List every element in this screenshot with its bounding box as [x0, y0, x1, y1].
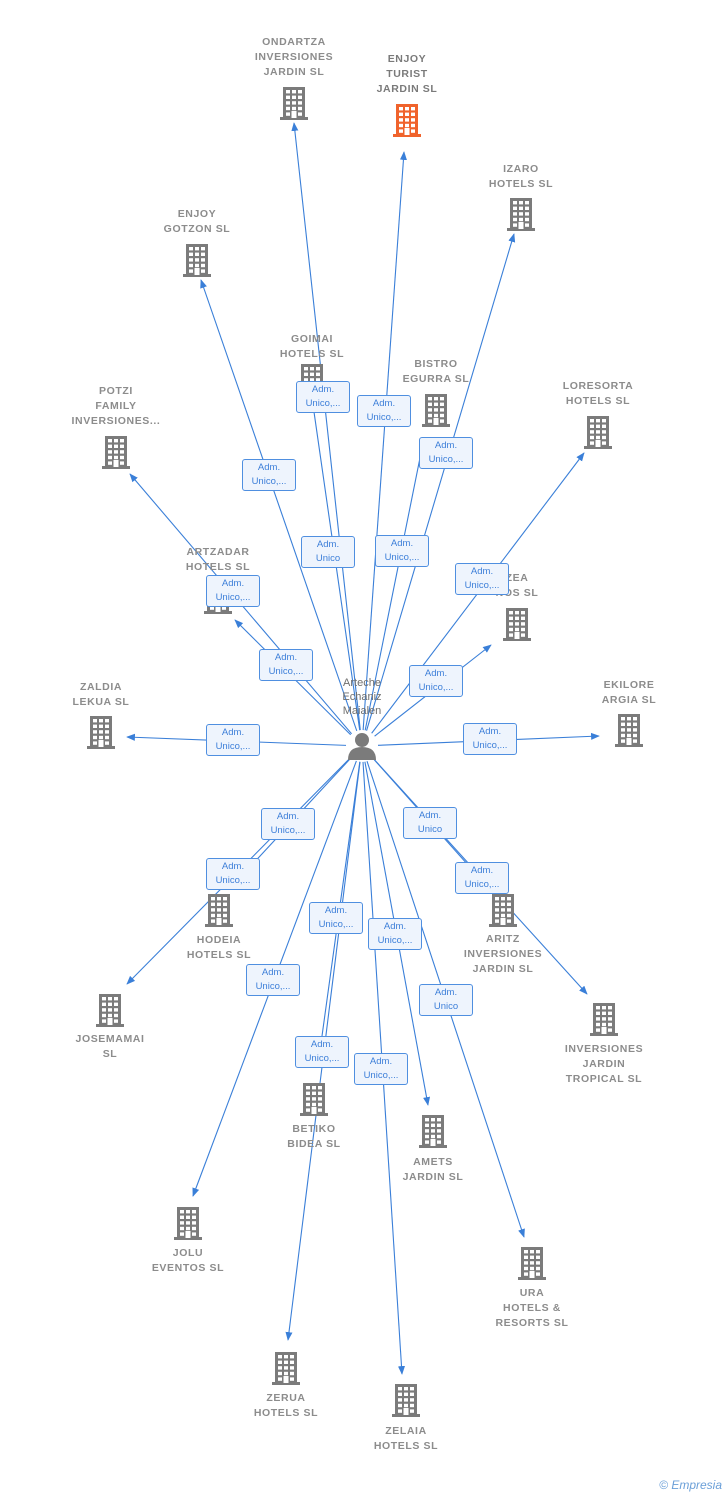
company-label[interactable]: JOLU EVENTOS SL [151, 1247, 225, 1274]
company-label[interactable]: POTZI FAMILY INVERSIONES... [71, 385, 161, 427]
relation-label-zerua[interactable]: Adm. Unico,... [295, 1036, 349, 1068]
company-label[interactable]: JOSEMAMAI SL [75, 1033, 145, 1060]
company-node-hodeia[interactable]: HODEIA HOTELS SL [149, 933, 289, 963]
relation-label-ondartza[interactable]: Adm. Unico [301, 536, 355, 568]
relation-label-izaro[interactable]: Adm. Unico,... [419, 437, 473, 469]
company-node-zerua[interactable]: ZERUA HOTELS SL [216, 1391, 356, 1421]
building-icon[interactable] [518, 1247, 546, 1280]
relation-label-potzi[interactable]: Adm. Unico,... [206, 575, 260, 607]
relation-label-hodeia[interactable]: Adm. Unico,... [261, 808, 315, 840]
edge-bistro [364, 437, 426, 731]
building-icon[interactable] [205, 894, 233, 927]
relation-label-josemamai[interactable]: Adm. Unico,... [206, 858, 260, 890]
company-label[interactable]: ZELAIA HOTELS SL [373, 1425, 439, 1452]
building-icon[interactable] [300, 1083, 328, 1116]
company-label[interactable]: INVERSIONES JARDIN TROPICAL SL [564, 1043, 644, 1085]
company-node-ondartza[interactable]: ONDARTZA INVERSIONES JARDIN SL [224, 35, 364, 80]
building-icon[interactable] [280, 87, 308, 120]
relation-label-ekilore[interactable]: Adm. Unico,... [463, 723, 517, 755]
building-icon[interactable] [615, 714, 643, 747]
company-label[interactable]: HODEIA HOTELS SL [186, 934, 252, 961]
building-icon[interactable] [393, 104, 421, 137]
company-node-jolu[interactable]: JOLU EVENTOS SL [118, 1246, 258, 1276]
company-node-zelaia[interactable]: ZELAIA HOTELS SL [336, 1424, 476, 1454]
company-node-bistro[interactable]: BISTRO EGURRA SL [366, 357, 506, 387]
person-icon[interactable] [348, 733, 376, 760]
company-label[interactable]: ZERUA HOTELS SL [253, 1392, 319, 1419]
company-label[interactable]: ONDARTZA INVERSIONES JARDIN SL [254, 36, 334, 78]
company-label[interactable]: BISTRO EGURRA SL [402, 358, 470, 385]
footer-brand: © Empresia [659, 1478, 722, 1492]
company-label[interactable]: BETIKO BIDEA SL [287, 1123, 341, 1150]
company-label[interactable]: ZALDIA LEKUA SL [72, 681, 130, 708]
company-node-ekilore[interactable]: EKILORE ARGIA SL [559, 678, 699, 708]
building-icon[interactable] [422, 394, 450, 427]
building-icon[interactable] [96, 994, 124, 1027]
company-node-inversiones-tropical[interactable]: INVERSIONES JARDIN TROPICAL SL [534, 1042, 674, 1087]
building-icon[interactable] [590, 1003, 618, 1036]
relation-label-zaldia[interactable]: Adm. Unico,... [206, 724, 260, 756]
relation-label-artzadar[interactable]: Adm. Unico,... [259, 649, 313, 681]
relation-label-bistro[interactable]: Adm. Unico,... [357, 395, 411, 427]
building-icon[interactable] [174, 1207, 202, 1240]
building-icon[interactable] [503, 608, 531, 641]
company-label[interactable]: ENJOY GOTZON SL [163, 208, 231, 235]
company-node-enjoy-gotzon[interactable]: ENJOY GOTZON SL [127, 207, 267, 237]
company-node-betiko[interactable]: BETIKO BIDEA SL [244, 1122, 384, 1152]
building-icon[interactable] [507, 198, 535, 231]
company-label[interactable]: EKILORE ARGIA SL [601, 679, 657, 706]
company-label[interactable]: GOIMAI HOTELS SL [279, 333, 345, 360]
company-node-ura[interactable]: URA HOTELS & RESORTS SL [462, 1286, 602, 1331]
company-node-aritz[interactable]: ARITZ INVERSIONES JARDIN SL [433, 932, 573, 977]
edge-izaro [366, 233, 516, 731]
relation-label-zea[interactable]: Adm. Unico,... [409, 665, 463, 697]
company-node-zaldia[interactable]: ZALDIA LEKUA SL [31, 680, 171, 710]
company-label[interactable]: LORESORTA HOTELS SL [562, 380, 634, 407]
relation-label-aritz[interactable]: Adm. Unico [403, 807, 457, 839]
relation-label-enjoy-gotzon[interactable]: Adm. Unico,... [242, 459, 296, 491]
relation-label-betiko[interactable]: Adm. Unico,... [309, 902, 363, 934]
company-node-loresorta[interactable]: LORESORTA HOTELS SL [528, 379, 668, 409]
relation-label-loresorta[interactable]: Adm. Unico,... [455, 563, 509, 595]
building-icon[interactable] [584, 416, 612, 449]
building-icon[interactable] [102, 436, 130, 469]
building-icon[interactable] [87, 716, 115, 749]
relation-label-zelaia[interactable]: Adm. Unico,... [354, 1053, 408, 1085]
relation-label-inversiones-tropical[interactable]: Adm. Unico,... [455, 862, 509, 894]
company-node-artzadar[interactable]: ARTZADAR HOTELS SL [148, 545, 288, 575]
building-icon[interactable] [392, 1384, 420, 1417]
company-label[interactable]: ENJOY TURIST JARDIN SL [376, 53, 438, 95]
company-label[interactable]: ARITZ INVERSIONES JARDIN SL [463, 933, 543, 975]
company-label[interactable]: AMETS JARDIN SL [402, 1156, 464, 1183]
building-icon[interactable] [183, 244, 211, 277]
edge-enjoy-turist [362, 151, 407, 731]
building-icon[interactable] [272, 1352, 300, 1385]
relation-label-ura[interactable]: Adm. Unico [419, 984, 473, 1016]
company-node-enjoy-turist[interactable]: ENJOY TURIST JARDIN SL [337, 52, 477, 97]
brand-name: Empresia [671, 1478, 722, 1492]
edge-enjoy-gotzon [200, 279, 358, 732]
company-node-josemamai[interactable]: JOSEMAMAI SL [40, 1032, 180, 1062]
company-node-goimai[interactable]: GOIMAI HOTELS SL [242, 332, 382, 362]
relation-label-goimai[interactable]: Adm. Unico,... [296, 381, 350, 413]
relation-label-jolu[interactable]: Adm. Unico,... [246, 964, 300, 996]
edge-ondartza [291, 122, 361, 731]
building-icon[interactable] [419, 1115, 447, 1148]
company-node-potzi[interactable]: POTZI FAMILY INVERSIONES... [46, 384, 186, 429]
copyright-symbol: © [659, 1478, 668, 1492]
relation-label-enjoy-turist[interactable]: Adm. Unico,... [375, 535, 429, 567]
company-label[interactable]: ARTZADAR HOTELS SL [185, 546, 251, 573]
building-icon[interactable] [489, 894, 517, 927]
center-person-label: Arteche Echaniz Maialen [342, 677, 382, 717]
company-node-izaro[interactable]: IZARO HOTELS SL [451, 162, 591, 192]
company-label[interactable]: URA HOTELS & RESORTS SL [495, 1287, 569, 1329]
relation-label-amets[interactable]: Adm. Unico,... [368, 918, 422, 950]
company-label[interactable]: IZARO HOTELS SL [488, 163, 554, 190]
company-node-amets[interactable]: AMETS JARDIN SL [363, 1155, 503, 1185]
